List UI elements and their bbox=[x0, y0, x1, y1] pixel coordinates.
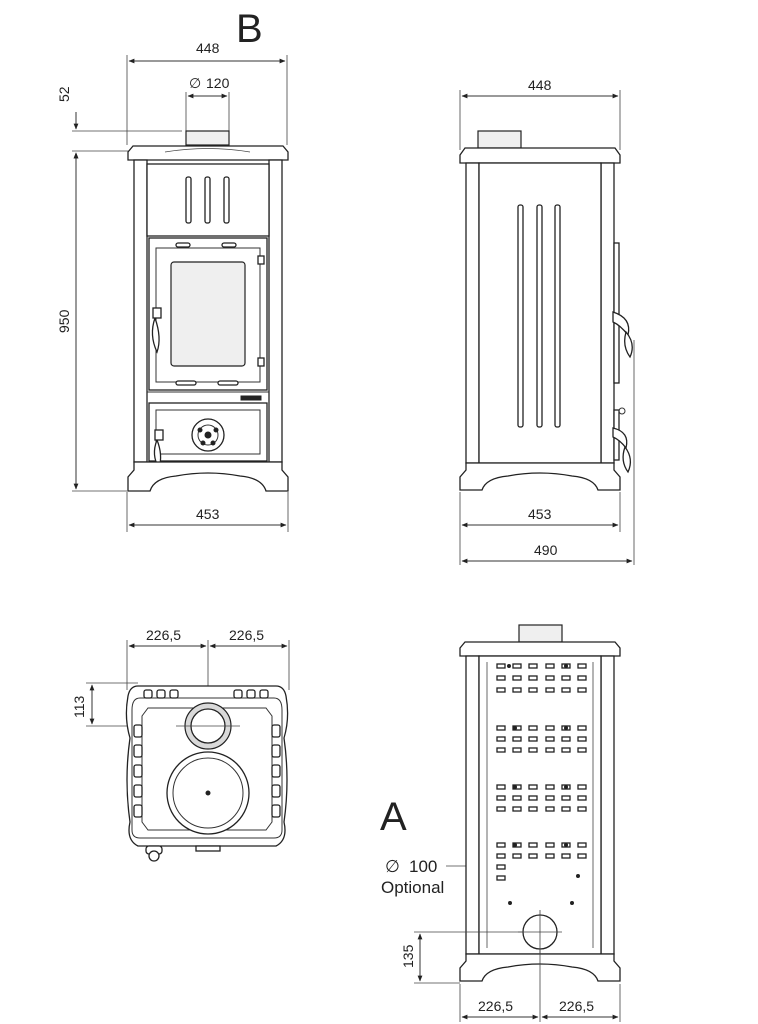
top-half-right-value: 226,5 bbox=[229, 627, 264, 643]
front-view: B 448 ∅ 120 52 950 bbox=[56, 7, 289, 532]
side-width-base-value: 453 bbox=[528, 506, 552, 522]
front-door-handle bbox=[151, 316, 160, 354]
front-base bbox=[127, 461, 289, 492]
front-door-glass bbox=[170, 261, 246, 367]
side-depth-dimension: 490 bbox=[461, 340, 635, 565]
rear-outlet-diameter-value: 100 bbox=[409, 857, 437, 876]
top-stove-outline bbox=[125, 685, 289, 862]
rear-panel bbox=[478, 655, 602, 955]
rear-view: A ∅ 100 Optional bbox=[380, 624, 621, 1022]
rear-outlet-height-value: 135 bbox=[400, 944, 416, 968]
front-width-top-value: 448 bbox=[196, 40, 220, 56]
rear-base bbox=[459, 953, 621, 982]
rear-half-left-value: 226,5 bbox=[478, 998, 513, 1014]
front-flue-diameter-symbol: ∅ bbox=[189, 75, 201, 91]
side-width-base-dimension: 453 bbox=[459, 492, 621, 565]
rear-outlet-optional-note: Optional bbox=[381, 878, 444, 897]
rear-stove-body bbox=[459, 624, 621, 982]
top-half-left-value: 226,5 bbox=[146, 627, 181, 643]
rear-left-column bbox=[465, 655, 480, 955]
side-stove-body bbox=[459, 130, 633, 491]
side-base bbox=[459, 462, 621, 491]
top-half-width-dimension: 226,5 226,5 bbox=[126, 627, 290, 760]
front-stove-body bbox=[127, 130, 289, 492]
side-view: 448 453 bbox=[459, 77, 635, 565]
side-door-handle bbox=[624, 330, 633, 359]
front-width-base-dimension: 453 bbox=[126, 492, 289, 532]
side-width-top-dimension: 448 bbox=[459, 77, 621, 150]
rear-flue-collar bbox=[518, 624, 563, 643]
rear-half-right-value: 226,5 bbox=[559, 998, 594, 1014]
front-right-column bbox=[268, 159, 283, 463]
front-flue-collar bbox=[185, 130, 230, 146]
side-width-top-value: 448 bbox=[528, 77, 552, 93]
front-width-base-value: 453 bbox=[196, 506, 220, 522]
side-front-column bbox=[465, 162, 480, 464]
rear-top-plate bbox=[459, 641, 621, 657]
front-flue-height-value: 52 bbox=[56, 86, 72, 102]
front-flue-diameter-dimension: ∅ 120 bbox=[185, 75, 230, 134]
side-top-plate bbox=[459, 147, 621, 164]
side-flue-collar bbox=[477, 130, 522, 149]
rear-view-label: A bbox=[380, 795, 407, 839]
front-top-plate bbox=[127, 145, 289, 161]
side-depth-value: 490 bbox=[534, 542, 558, 558]
front-width-top-dimension: 448 bbox=[126, 40, 288, 145]
front-height-value: 950 bbox=[56, 309, 72, 333]
rear-right-column bbox=[600, 655, 615, 955]
top-view: 226,5 226,5 113 bbox=[71, 627, 290, 862]
top-flue-offset-value: 113 bbox=[71, 695, 87, 718]
side-rear-column bbox=[600, 162, 615, 464]
front-flue-diameter-value: 120 bbox=[206, 75, 230, 91]
rear-outlet-diameter-symbol: ∅ bbox=[385, 857, 400, 876]
rear-outlet-height-dimension: 135 bbox=[400, 931, 522, 984]
rear-half-width-dimension: 226,5 226,5 bbox=[459, 950, 621, 1022]
rear-vent-slots bbox=[496, 663, 587, 905]
front-height-dimension: 950 bbox=[56, 152, 127, 492]
front-left-column bbox=[133, 159, 148, 463]
front-view-label: B bbox=[236, 7, 263, 51]
